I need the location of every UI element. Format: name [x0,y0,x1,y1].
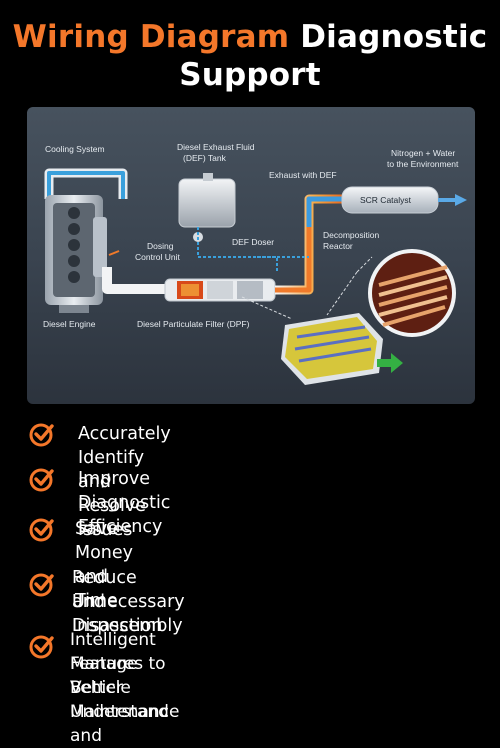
page-title: Wiring Diagram Diagnostic Support [0,18,500,94]
feature-item [28,465,56,493]
check-circle-icon [29,573,54,597]
feature-text-line-1: Reduce Unnecessary Disassembly [72,568,185,636]
label-dosing-1: Dosing [147,241,174,251]
feature-item [28,420,56,448]
check-circle-icon [29,635,54,659]
diagram-svg: Cooling System Diesel Exhaust Fluid (DEF… [43,142,467,385]
title-white-2: Support [179,57,321,93]
cutaway-module-graphic [281,313,403,385]
catalyst-zoom-graphic [368,249,456,337]
engine-graphic [45,195,107,313]
check-circle-icon [29,468,54,492]
label-nitrogen-2: to the Environment [387,159,459,169]
label-nitrogen-1: Nitrogen + Water [391,148,455,158]
cooling-pipe-inner [47,171,125,199]
label-cooling-system: Cooling System [45,144,105,154]
label-def-doser: DEF Doser [232,237,274,247]
scr-catalyst-graphic [341,186,467,214]
title-accent: Wiring Diagram [12,19,290,55]
label-engine: Diesel Engine [43,319,96,329]
feature-item [28,515,56,543]
feature-text-line-2: Manage Vehicle Maintenance [70,654,180,722]
feature-text: Improve Diagnostic Efficiency [78,469,171,537]
label-dosing-2: Control Unit [135,252,181,262]
exhaust-system-diagram: Cooling System Diesel Exhaust Fluid (DEF… [27,107,475,404]
check-circle-icon [29,423,54,447]
feature-text: Save Money and Time [75,519,134,611]
check-circle-icon [29,518,54,542]
label-decomp-1: Decomposition [323,230,379,240]
feature-item [28,632,56,660]
label-decomp-2: Reactor [323,241,353,251]
dpf-graphic [164,278,276,302]
label-def-tank-2: (DEF) Tank [183,153,227,163]
feature-item [28,570,56,598]
label-exhaust-def: Exhaust with DEF [269,170,337,180]
feature-text: Accurately Identify and Resolve Issues [78,424,171,540]
title-white-1: Diagnostic [300,19,488,55]
label-def-tank-1: Diesel Exhaust Fluid [177,142,255,152]
label-dpf: Diesel Particulate Filter (DPF) [137,319,250,329]
feature-text-line-2: and Inspection [72,592,163,636]
def-tank-graphic [178,173,236,242]
label-scr: SCR Catalyst [360,195,412,205]
